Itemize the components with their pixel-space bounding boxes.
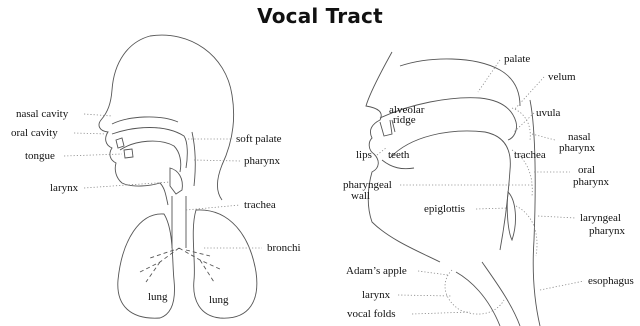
leader-lips (377, 148, 386, 155)
label-oral: oral (578, 164, 595, 176)
label-nasal-cavity: nasal cavity (16, 108, 69, 120)
leader-nasal-cavity (84, 114, 112, 116)
larynx-region (445, 270, 504, 314)
label-laryngeal: laryngeal (580, 212, 621, 224)
right-labels: palate velum alveolar ridge uvula nasal … (343, 53, 634, 320)
bronchi-tree (140, 248, 222, 282)
larynx-tube (456, 262, 520, 326)
left-figure (99, 35, 257, 318)
label-nasal-pharynx: pharynx (559, 142, 596, 154)
label-teeth: teeth (388, 149, 410, 161)
label-trachea-left: trachea (244, 199, 276, 211)
left-labels: nasal cavity oral cavity tongue larynx s… (11, 108, 301, 306)
tongue-outline (120, 141, 181, 172)
nasal-cavity-outline (112, 117, 178, 124)
leader-pharynx-left (194, 160, 240, 161)
nasal-pharynx-region (512, 108, 530, 140)
label-larynx-left: larynx (50, 182, 79, 194)
label-larynx-right: larynx (362, 289, 391, 301)
label-pharynx-left: pharynx (244, 155, 281, 167)
leader-laryngeal-pharynx (538, 216, 576, 218)
leader-tongue (64, 154, 122, 156)
label-adams-apple: Adam’s apple (346, 265, 407, 277)
palate-surface (400, 59, 520, 106)
face-profile (99, 36, 168, 205)
label-soft-palate: soft palate (236, 133, 282, 145)
leader-epiglottis (476, 208, 508, 209)
label-velum: velum (548, 71, 576, 83)
label-lung-left: lung (148, 291, 168, 303)
leader-oral-cavity (74, 133, 108, 134)
label-palate: palate (504, 53, 530, 65)
leader-nasal-pharynx (532, 134, 555, 140)
label-wall: wall (351, 190, 370, 202)
label-trachea-right: trachea (514, 149, 546, 161)
label-epiglottis: epiglottis (424, 203, 465, 215)
label-bronchi: bronchi (267, 242, 301, 254)
label-tongue: tongue (25, 150, 55, 162)
teeth-shape (116, 138, 133, 158)
leader-adams-apple (418, 271, 448, 275)
label-oral-cavity: oral cavity (11, 127, 58, 139)
label-uvula: uvula (536, 107, 561, 119)
jaw-lower (382, 160, 414, 169)
label-ridge: ridge (393, 114, 416, 126)
label-laryngeal-pharynx: pharynx (589, 225, 626, 237)
leader-esophagus (540, 281, 584, 290)
leader-larynx-right (398, 295, 452, 296)
trachea-tube (172, 196, 186, 248)
label-vocal-folds: vocal folds (347, 308, 396, 320)
epiglottis-shape (507, 192, 515, 240)
label-oral-pharynx: pharynx (573, 176, 610, 188)
leader-uvula (514, 113, 534, 132)
right-figure (366, 52, 540, 326)
pharynx-back-wall-right (530, 100, 540, 326)
leader-vocal-folds (412, 312, 470, 314)
leader-trachea-left (186, 205, 240, 210)
pharynx-back-wall (192, 132, 195, 186)
label-lips: lips (356, 149, 372, 161)
label-esophagus: esophagus (588, 275, 634, 287)
larynx-shape (170, 168, 182, 194)
label-lung-right: lung (209, 294, 229, 306)
